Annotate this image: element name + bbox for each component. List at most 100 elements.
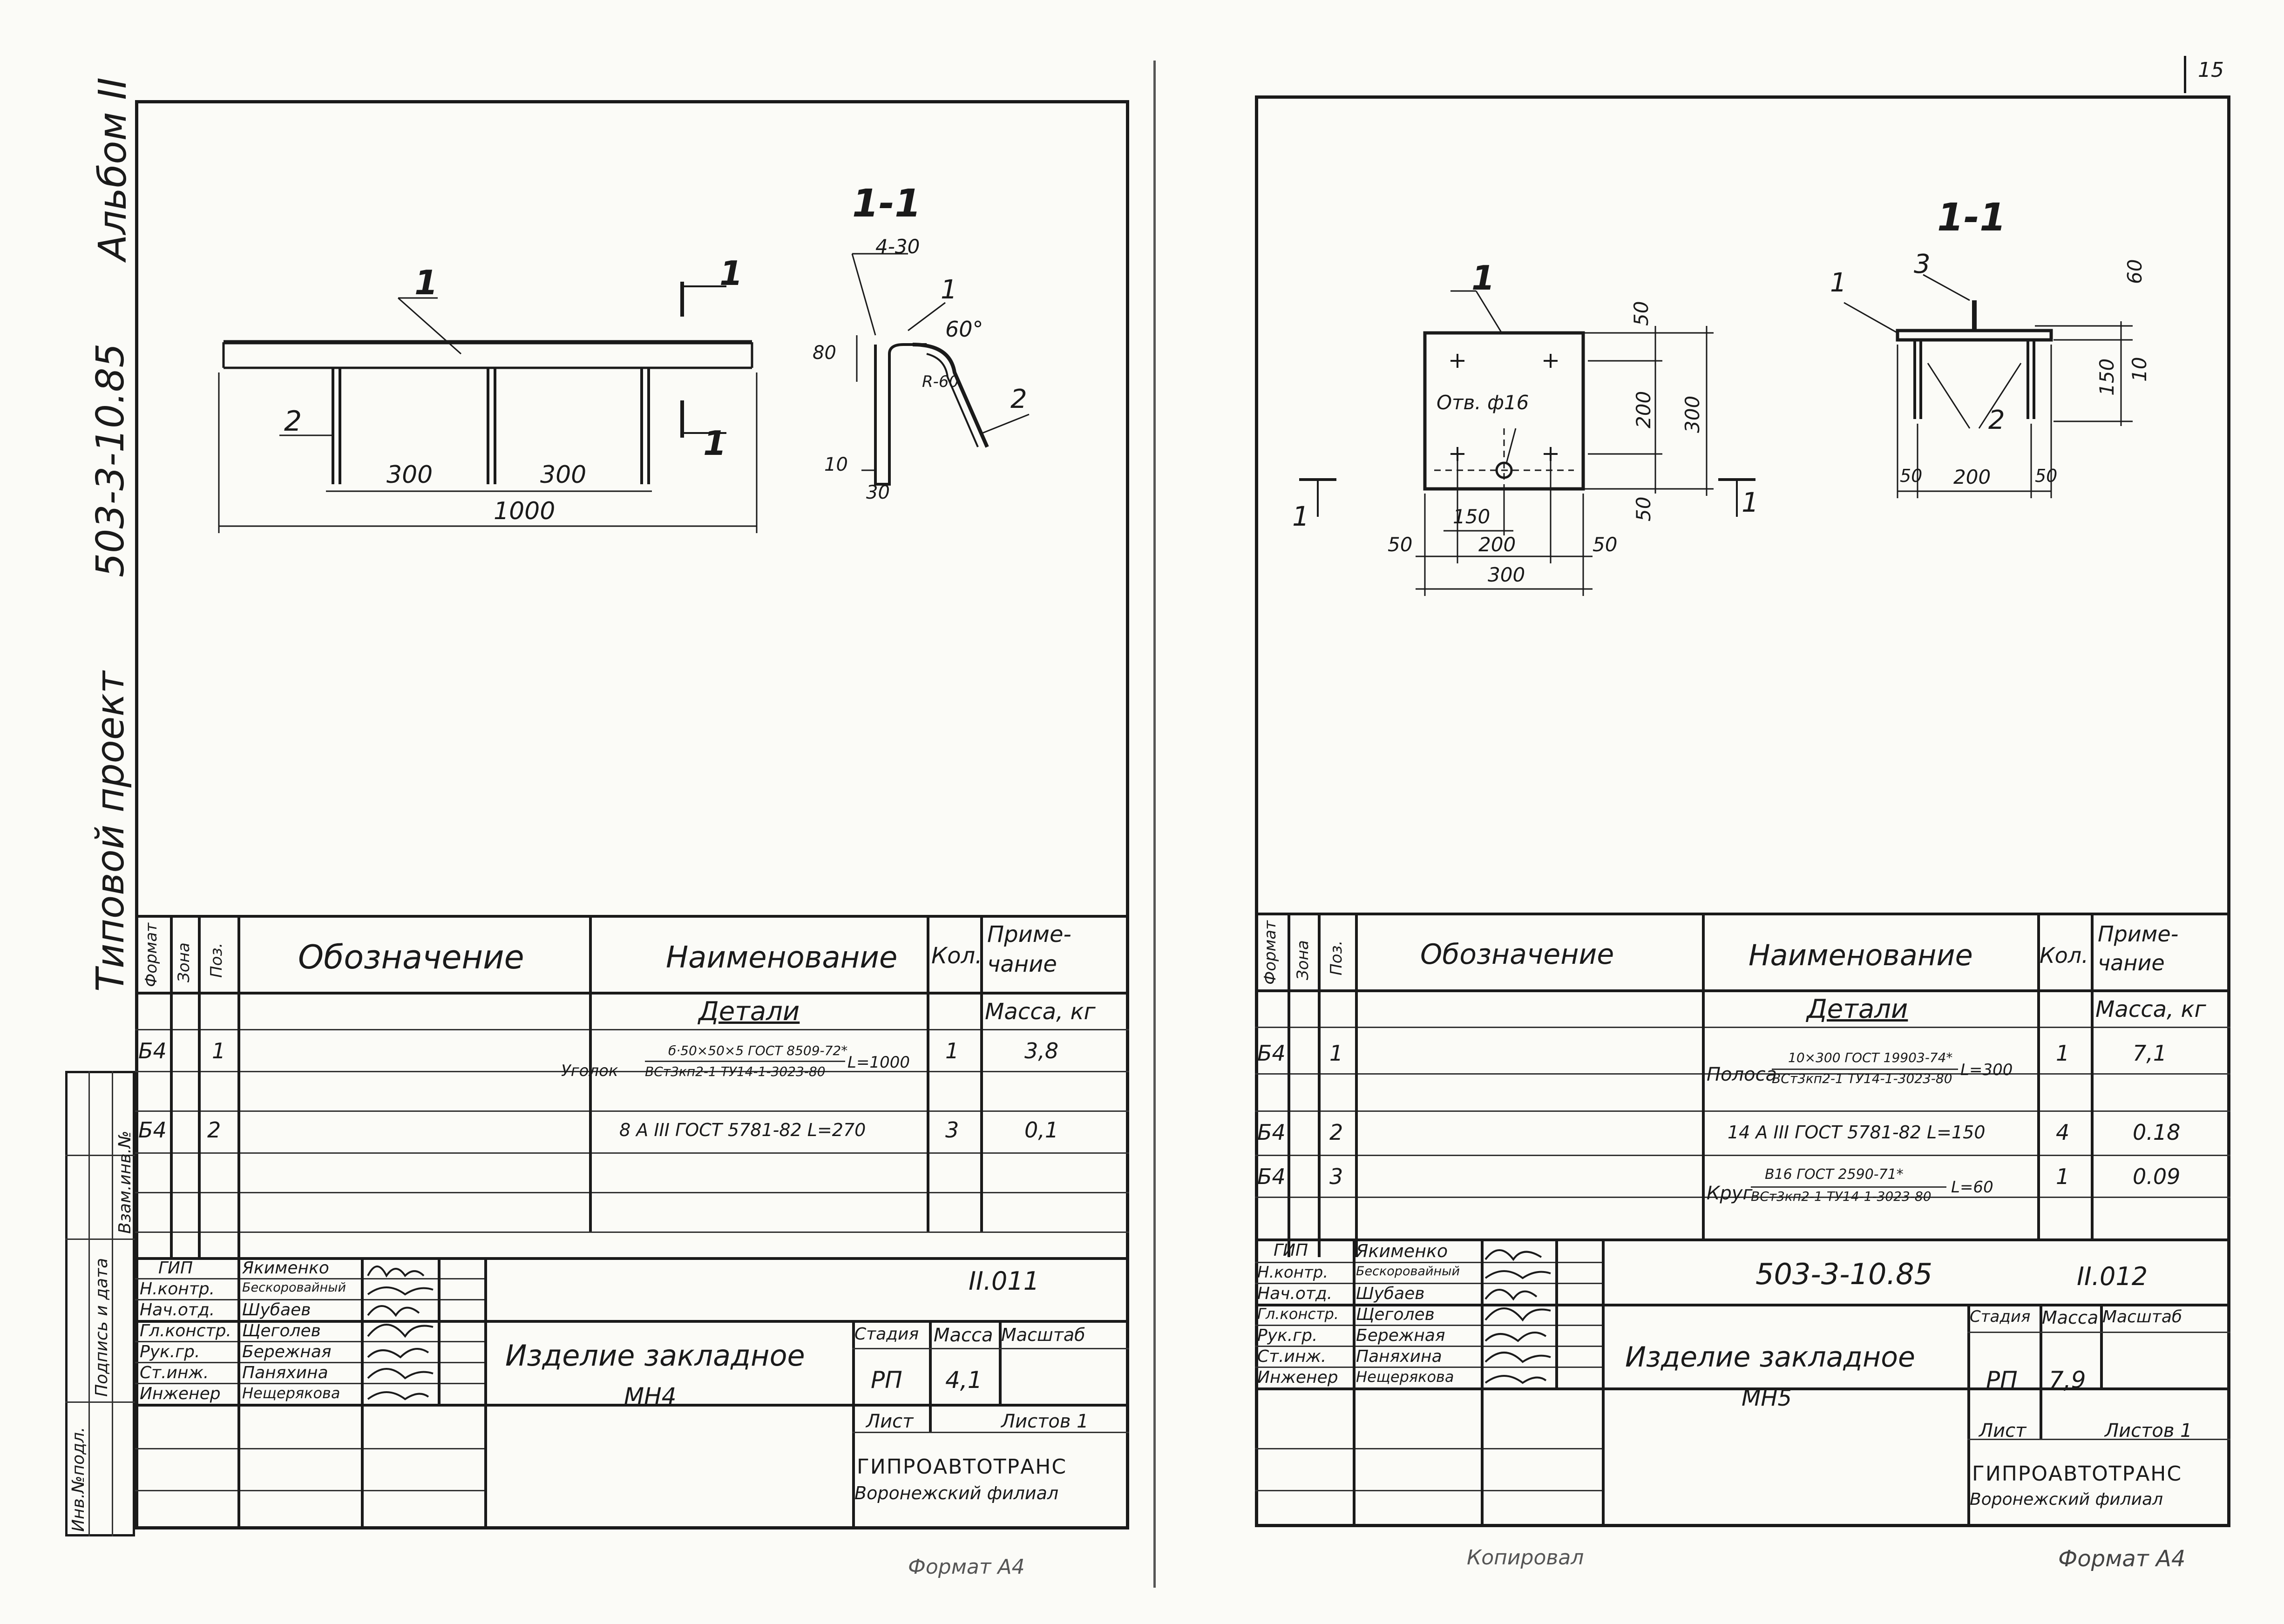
right-sec-pos2: 2 — [1988, 405, 2005, 435]
right-name-6: Нещерякова — [1356, 1368, 1454, 1386]
left-mass-h: Масса — [934, 1325, 993, 1346]
left-stage: РП — [871, 1367, 902, 1394]
left-role-5: Ст.инж. — [140, 1363, 209, 1382]
right-row1-prefix: Полоса — [1707, 1064, 1777, 1085]
left-name-6: Нещерякова — [242, 1384, 340, 1402]
left-sec-angle: 60° — [945, 317, 983, 342]
left-row1-pos: 1 — [212, 1038, 226, 1063]
left-sec-4-30: 4-30 — [875, 235, 920, 258]
right-row3-format: Б4 — [1257, 1164, 1286, 1189]
right-row3-len: L=60 — [1951, 1178, 1993, 1197]
right-mass-h: Масса — [2042, 1307, 2099, 1328]
right-h-designation: Обозначение — [1420, 938, 1614, 971]
right-hole-label: Отв. ф16 — [1437, 391, 1529, 414]
left-row2-mass: 0,1 — [1024, 1117, 1059, 1143]
left-cut-top: 1 — [719, 254, 743, 293]
right-sheet-frame — [1255, 95, 2230, 1527]
right-sec-pos1: 1 — [1830, 268, 1847, 298]
right-row1-mass: 7,1 — [2133, 1041, 2167, 1066]
right-dim-50d: 50 — [1593, 533, 1618, 556]
right-row2-qty: 4 — [2056, 1120, 2070, 1145]
right-mass: 7,9 — [2049, 1367, 2086, 1394]
left-row1-mass: 3,8 — [1024, 1038, 1059, 1063]
right-dim-200h: 200 — [1478, 533, 1516, 556]
right-branch: Воронежский филиал — [1970, 1490, 2163, 1509]
right-row1-qty: 1 — [2056, 1041, 2070, 1066]
left-role-0: ГИП — [158, 1259, 193, 1278]
right-row1-bottom: ВСт3кп2-1 ТУ14-1-3023-80 — [1772, 1071, 1952, 1086]
left-pos1-label: 1 — [414, 263, 438, 302]
right-name-5: Паняхина — [1356, 1347, 1442, 1366]
right-dim-150: 150 — [1453, 505, 1491, 528]
right-sec-50a: 50 — [1900, 466, 1923, 486]
right-row1-top: 10×300 ГОСТ 19903-74* — [1788, 1050, 1953, 1065]
left-row1-format: Б4 — [138, 1038, 167, 1063]
left-scale-h: Масштаб — [1001, 1325, 1085, 1345]
left-name-3: Щеголев — [242, 1321, 321, 1340]
right-sheets-h: Листов 1 — [2105, 1420, 2192, 1441]
left-role-1: Н.контр. — [140, 1279, 215, 1299]
right-row2-name: 14 A III ГОСТ 5781-82 L=150 — [1728, 1122, 1986, 1143]
left-name-1: Бескоровайный — [242, 1280, 346, 1295]
left-title: Изделие закладное — [505, 1339, 805, 1373]
left-h-qty: Кол. — [931, 943, 983, 969]
left-name-5: Паняхина — [242, 1363, 328, 1382]
left-row1-prefix: Уголок — [561, 1062, 618, 1080]
right-row3-mass: 0.09 — [2133, 1164, 2181, 1189]
right-dim-300h: 300 — [1488, 563, 1525, 586]
right-h-note: Приме-чание — [2098, 921, 2179, 975]
right-name-4: Бережная — [1356, 1326, 1445, 1345]
left-row1-len: L=1000 — [847, 1053, 910, 1072]
right-sheet-id: II.012 — [2077, 1262, 2148, 1291]
right-row3-bottom: ВСт3кп2-1 ТУ14-1-3023-80 — [1751, 1189, 1932, 1204]
left-stage-h: Стадия — [854, 1325, 919, 1344]
right-role-2: Нач.отд. — [1257, 1284, 1333, 1303]
left-role-2: Нач.отд. — [140, 1300, 215, 1320]
left-row1-qty: 1 — [945, 1038, 959, 1063]
left-role-4: Рук.гр. — [140, 1342, 200, 1361]
left-h-note: Приме-чание — [987, 921, 1071, 977]
left-dim-1000: 1000 — [494, 497, 556, 525]
right-row2-format: Б4 — [1257, 1120, 1286, 1145]
left-row1-top: б·50×50×5 ГОСТ 8509-72* — [668, 1043, 848, 1058]
left-pos2-label: 2 — [284, 405, 302, 438]
right-name-1: Бескоровайный — [1356, 1264, 1460, 1279]
left-subtitle: МН4 — [624, 1383, 677, 1410]
right-sec-200: 200 — [1953, 466, 1991, 488]
right-cut-left: 1 — [1292, 501, 1309, 532]
left-role-3: Гл.констр. — [140, 1321, 231, 1340]
right-sheet-h: Лист — [1979, 1420, 2026, 1441]
right-subtitle: МН5 — [1742, 1385, 1792, 1411]
right-row2-mass: 0.18 — [2133, 1120, 2181, 1145]
right-name-0: Якименко — [1356, 1241, 1448, 1261]
right-sec-pos3: 3 — [1914, 249, 1931, 279]
right-row3-pos: 3 — [1329, 1164, 1343, 1189]
right-row1-pos: 1 — [1329, 1041, 1343, 1066]
left-h-designation: Обозначение — [298, 938, 524, 976]
right-pos1-label: 1 — [1471, 258, 1495, 298]
right-role-1: Н.контр. — [1257, 1263, 1328, 1282]
left-sec-pos1: 1 — [941, 275, 957, 305]
right-footer-format: Формат А4 — [2058, 1546, 2186, 1572]
right-stage-h: Стадия — [1970, 1307, 2031, 1326]
right-doc-code: 503-3-10.85 — [1755, 1257, 1933, 1291]
left-role-6: Инженер — [140, 1384, 221, 1403]
left-row1-bottom: ВСт3кп2-1 ТУ14-1-3023-80 — [645, 1064, 826, 1079]
left-org: ГИПРОАВТОТРАНС — [857, 1455, 1067, 1479]
right-role-4: Рук.гр. — [1257, 1326, 1318, 1345]
left-h-name: Наименование — [666, 941, 898, 975]
left-mass: 4,1 — [945, 1367, 983, 1394]
right-row3-prefix: Круг — [1707, 1183, 1753, 1204]
left-sec-30: 30 — [866, 482, 890, 503]
right-row1-format: Б4 — [1257, 1041, 1286, 1066]
left-mass-header: Масса, кг — [985, 999, 1096, 1025]
right-row2-pos: 2 — [1329, 1120, 1343, 1145]
right-h-qty: Кол. — [2040, 943, 2088, 968]
right-h-name: Наименование — [1749, 938, 1973, 972]
side-stamp — [65, 1071, 135, 1536]
right-mass-header: Масса, кг — [2095, 996, 2206, 1022]
